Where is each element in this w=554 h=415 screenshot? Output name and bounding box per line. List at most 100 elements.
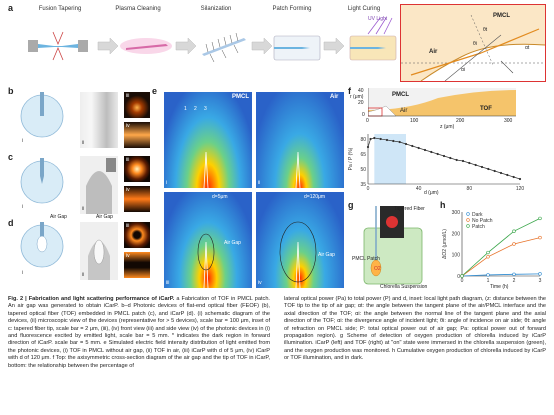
h-series-line [461, 237, 541, 277]
c-roman-i: i [22, 204, 24, 210]
caption-left: Fig. 2 | Fabrication and light scatterin… [8, 296, 270, 370]
h-legend-label: No Patch [472, 218, 493, 224]
sim-air-gap-right: Air Gap [318, 252, 335, 258]
d-roman-i: i [22, 270, 24, 276]
h-ylabel: ΔO2 (μmol/L) [442, 229, 448, 259]
f-ytick-label: 80 [360, 137, 366, 143]
d-roman-ii: ii [82, 272, 85, 278]
sim-air-gap-left: Air Gap [224, 240, 241, 246]
d-roman-iii: iii [126, 223, 130, 229]
h-data-point [538, 235, 542, 240]
f-data-point [468, 161, 471, 165]
sim-air-label: Air [330, 94, 339, 100]
simulation-tile-ii [256, 92, 344, 188]
f-data-point [480, 165, 484, 169]
f-data-point [423, 148, 427, 152]
h-xtick-label: 3 [539, 278, 542, 284]
h-legend-marker [466, 224, 470, 228]
e-roman-ii: ii [258, 180, 261, 186]
h-legend-marker [466, 218, 470, 222]
step-plasma-cleaning: Plasma Cleaning [115, 6, 161, 12]
f-data-point [417, 146, 420, 150]
f-data-point [392, 139, 395, 143]
panel-d-label: d [8, 218, 14, 228]
f-data-point [369, 137, 372, 141]
simulation-fiber-outlines [164, 92, 344, 288]
h-data-point [538, 272, 542, 276]
f-xtick-label: 0 [367, 186, 370, 190]
f-data-point [518, 177, 522, 181]
h-data-point [512, 229, 516, 233]
c-roman-ii: ii [82, 206, 85, 212]
h-data-point [538, 216, 542, 221]
h-ytick-label: 300 [452, 210, 461, 216]
e-roman-iii: iii [166, 280, 170, 286]
f-top-geometry [368, 88, 516, 117]
f-data-point [474, 163, 477, 167]
f-pmcl-label: PMCL [392, 92, 409, 98]
f-data-point [430, 150, 433, 154]
d-roman-iv: iv [126, 253, 130, 259]
sim-number-2: 2 [194, 106, 197, 112]
h-data-point [460, 274, 464, 278]
h-xtick-label: 1 [487, 278, 490, 284]
f-top-xtick-300: 300 [504, 118, 513, 124]
f-xtick-label: 120 [516, 186, 525, 190]
c-roman-iii: iii [126, 157, 130, 163]
h-series-line [461, 273, 541, 277]
e-roman-i: i [166, 180, 168, 186]
sim-number-1: 1 [184, 106, 187, 112]
b-roman-ii: ii [82, 140, 85, 146]
f-top-xtick-0: 0 [366, 118, 369, 124]
step-silanization: Silanization [200, 6, 232, 12]
panel-a-inset: PMCL Air θt θi αt αi [400, 4, 546, 82]
step-light-curing: Light Curing [347, 6, 381, 12]
e-roman-iv: iv [258, 280, 262, 286]
fabrication-steps-illustration [28, 17, 397, 63]
schematic-b [20, 92, 64, 138]
panel-c-label: c [8, 152, 14, 162]
light-path-diagram [401, 5, 546, 82]
caption-left-body: a Fabrication of TOF in PMCL patch. An a… [8, 296, 270, 369]
microscope-image-c [80, 156, 118, 214]
simulation-tile-iv [256, 192, 344, 288]
f-top-xlabel: z (μm) [440, 124, 455, 130]
caption-title: Fig. 2 | Fabrication and light scatterin… [8, 296, 175, 302]
f-data-point [493, 169, 496, 173]
f-data-point [442, 154, 446, 158]
f-data-point [398, 140, 401, 144]
h-legend-label: Patch [472, 224, 485, 230]
f-data-point [366, 145, 370, 149]
side-view-b [124, 122, 150, 148]
sim-d120-label: d=120μm [304, 194, 326, 200]
f-data-point [385, 138, 389, 142]
panel-h-label: h [440, 200, 446, 210]
f-data-point [436, 152, 439, 156]
schematic-d [20, 222, 64, 268]
schematic-c [20, 158, 64, 204]
step-patch-forming: Patch Forming [272, 6, 312, 12]
uv-light-label: UV Light [368, 16, 388, 22]
f-data-point [461, 159, 465, 163]
f-air-label: Air [400, 108, 408, 114]
chlorella-suspension-label: Chlorella Suspension [380, 284, 428, 290]
alpha-i-label: αi [461, 67, 466, 73]
f-xtick-label: 80 [467, 186, 473, 190]
microscope-image-b [80, 92, 118, 148]
panel-g-label: g [348, 200, 354, 210]
h-data-point [486, 250, 490, 255]
front-view-b [124, 92, 150, 118]
f-top-xtick-100: 100 [410, 118, 419, 124]
h-legend-marker [466, 212, 470, 216]
theta-t-label: θt [483, 27, 488, 33]
f-top-ylabel: r (μm) [350, 94, 364, 100]
h-data-point [486, 255, 490, 259]
f-data-point [373, 136, 376, 140]
side-view-d [124, 252, 150, 278]
theta-i-label: θi [473, 41, 477, 47]
air-gap-label-d-ii: Air Gap [96, 214, 113, 220]
tapered-fiber-label: Tapered Fiber [394, 206, 425, 212]
f-data-point [487, 167, 490, 171]
